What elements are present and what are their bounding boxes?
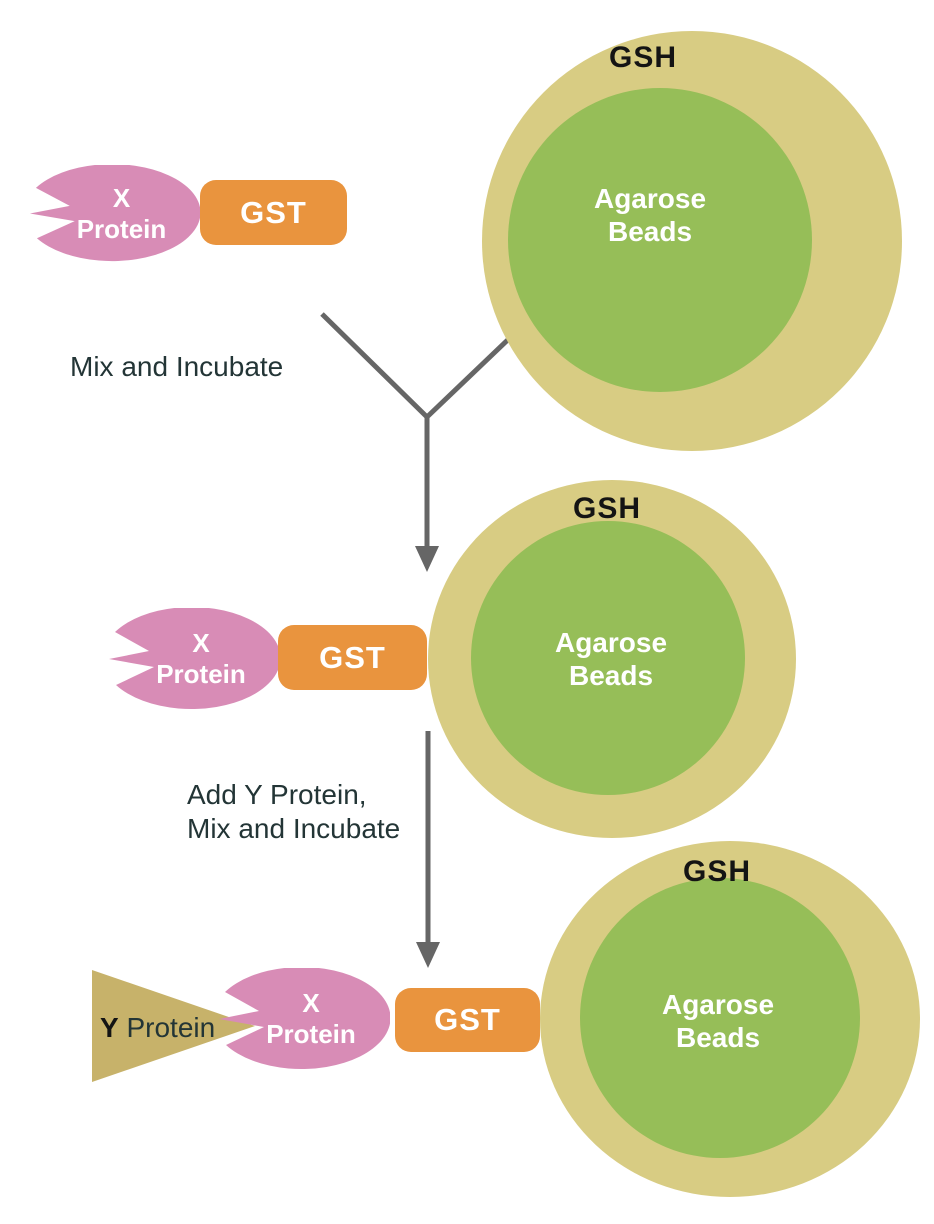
- x-protein-shape: X Protein: [102, 608, 280, 710]
- add-y-protein-label: Add Y Protein, Mix and Incubate: [187, 779, 401, 844]
- gsh-label: GSH: [682, 855, 751, 888]
- merge-arrow: [320, 312, 518, 572]
- agarose-beads-label: Agarose Beads: [661, 989, 775, 1053]
- x-protein-shape: X Protein: [212, 968, 390, 1070]
- gst-tag: GST: [200, 180, 347, 245]
- gsh-label: GSH: [608, 41, 677, 74]
- agarose-beads-label: Agarose Beads: [593, 183, 707, 247]
- mix-incubate-label: Mix and Incubate: [70, 351, 284, 382]
- x-protein-shape: X Protein: [23, 165, 200, 262]
- agarose-bead: GSH Agarose Beads: [540, 841, 920, 1197]
- agarose-bead: GSH Agarose Beads: [482, 31, 902, 451]
- agarose-bead-core: [508, 88, 812, 392]
- down-arrow: [416, 731, 440, 968]
- agarose-bead: GSH Agarose Beads: [428, 480, 796, 838]
- x-protein-label: X Protein: [156, 628, 246, 689]
- agarose-bead-core: [471, 521, 745, 795]
- x-protein-label: X Protein: [76, 182, 167, 244]
- gst-tag: GST: [395, 988, 540, 1052]
- y-protein-triangle: [92, 970, 255, 1082]
- y-protein-label: Y Protein: [100, 1012, 216, 1043]
- agarose-bead-core: [580, 878, 860, 1158]
- gst-tag: GST: [278, 625, 427, 690]
- gsh-label: GSH: [572, 492, 641, 525]
- x-protein-label: X Protein: [266, 988, 356, 1049]
- agarose-beads-label: Agarose Beads: [554, 627, 668, 691]
